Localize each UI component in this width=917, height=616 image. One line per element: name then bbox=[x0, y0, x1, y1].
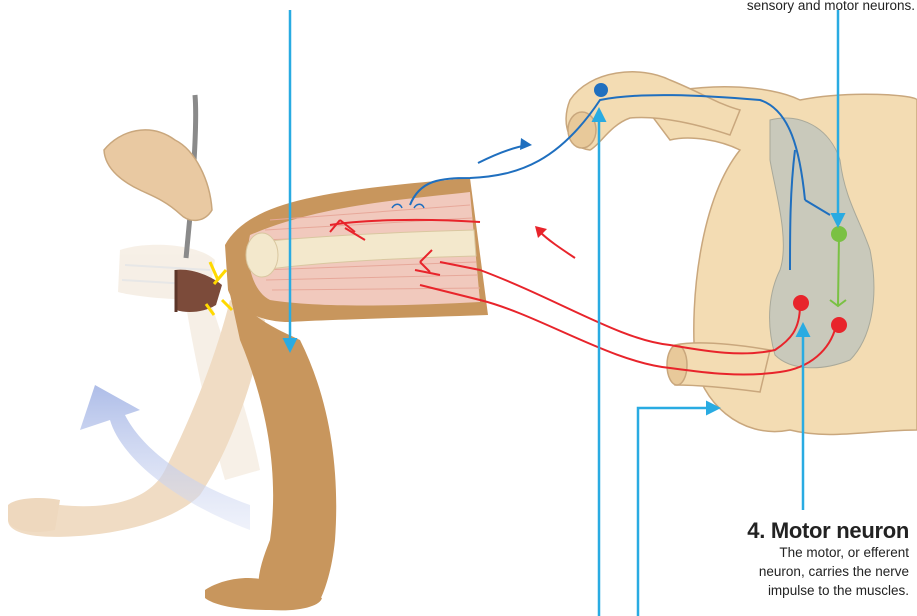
motor-cell-body-1 bbox=[793, 295, 809, 311]
spinal-cord-cross-section bbox=[566, 72, 917, 435]
thigh bbox=[225, 178, 488, 322]
interneuron-cell-body bbox=[831, 226, 847, 242]
interneuron-label: sensory and motor neurons. bbox=[747, 0, 915, 15]
callout-arrow-spinal-cord bbox=[638, 408, 718, 616]
sensory-cell-body bbox=[594, 83, 608, 97]
motor-neuron-desc-line: The motor, or efferent bbox=[747, 543, 909, 562]
motor-neuron-desc-line: neuron, carries the nerve bbox=[747, 562, 909, 581]
motor-neuron-label: 4. Motor neuron The motor, or efferent n… bbox=[747, 519, 909, 600]
interneuron-label-text: sensory and motor neurons. bbox=[747, 0, 915, 15]
motor-neuron-desc-line: impulse to the muscles. bbox=[747, 581, 909, 600]
motor-cell-body-2 bbox=[831, 317, 847, 333]
motor-direction-arrow bbox=[540, 232, 575, 258]
motor-neuron-heading: 4. Motor neuron bbox=[747, 519, 909, 543]
